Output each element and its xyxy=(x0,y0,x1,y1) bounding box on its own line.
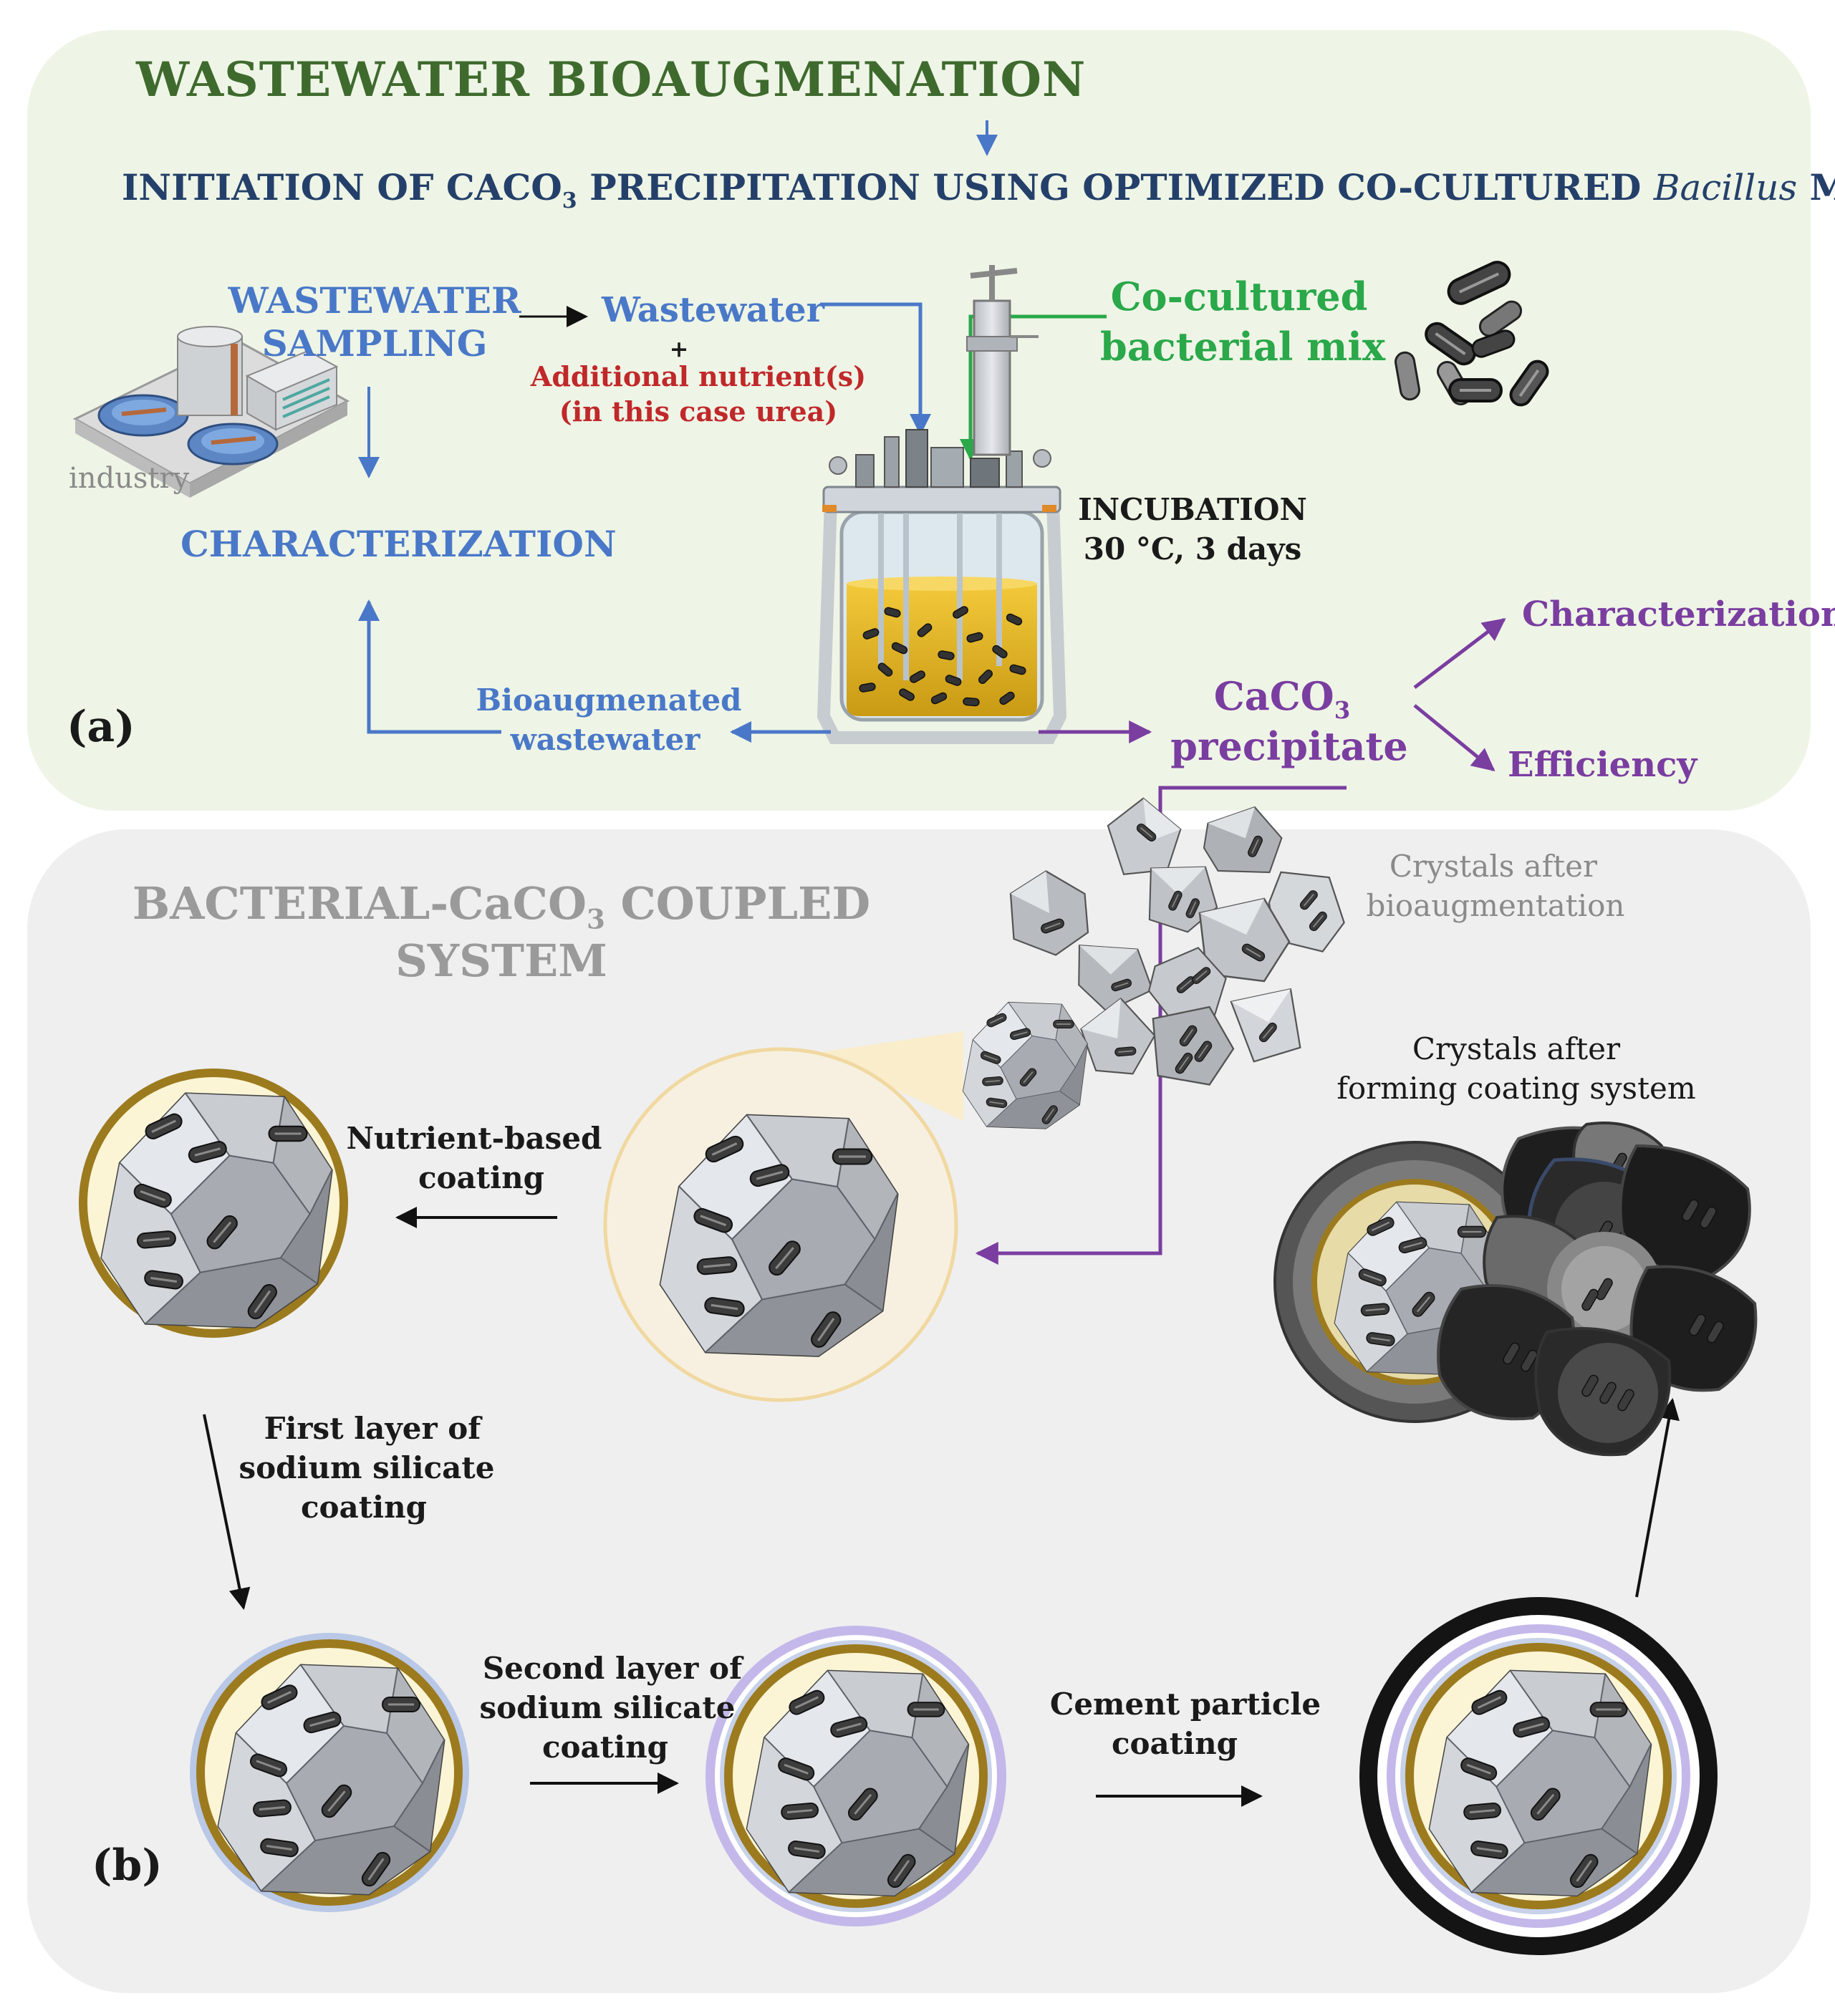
panel-b-background xyxy=(27,829,1811,1993)
panel-b-title-line2: SYSTEM xyxy=(395,935,607,987)
nutrient-label-line2: (in this case urea) xyxy=(559,395,838,428)
efficiency-label: Efficiency xyxy=(1508,745,1697,785)
return-to-characterization-arrow xyxy=(358,599,501,734)
crystal-pile-illustration xyxy=(1009,797,1345,1086)
cement-label-line2: coating xyxy=(1111,1726,1238,1761)
caco3-to-characterization-arrow xyxy=(1413,618,1506,689)
panel-a-title: WASTEWATER BIOAUGMENATION xyxy=(136,52,1087,107)
subtitle-sub: 3 xyxy=(562,188,577,213)
first-layer-label-line2: sodium silicate xyxy=(239,1450,495,1485)
bacteria-label-line2: bacterial mix xyxy=(1099,324,1386,370)
panel-a-label: (a) xyxy=(67,702,135,752)
bioaugmenated-label-line2: wastewater xyxy=(510,722,700,757)
crystals-bio-label-line1: Crystals after xyxy=(1389,849,1598,884)
second-silicate-layer-crystal xyxy=(705,1626,1006,1926)
caco3-label-line2: precipitate xyxy=(1170,723,1408,769)
subtitle-suffix: MIX xyxy=(1809,166,1835,208)
nutrient-coating-label-line2: coating xyxy=(418,1160,545,1195)
cement-coated-crystal xyxy=(1359,1597,1718,1955)
characterization-left-label: CHARACTERIZATION xyxy=(180,523,617,565)
panel-b-title-suffix: COUPLED xyxy=(605,877,871,930)
coated-crystal-cluster xyxy=(1273,1122,1758,1457)
wastewater-label: Wastewater xyxy=(602,290,824,330)
industry-plant-illustration xyxy=(72,326,350,498)
sampling-label-line1: WASTEWATER xyxy=(228,279,521,322)
bacteria-feed-arrow xyxy=(960,314,1107,460)
cement-label-line1: Cement particle xyxy=(1049,1687,1321,1722)
coating-system-arrow xyxy=(1635,1398,1680,1598)
subtitle-prefix: INITIATION OF CACO xyxy=(122,166,562,208)
caco3-prefix: CaCO xyxy=(1213,673,1334,719)
subtitle-mid: PRECIPITATION USING OPTIMIZED CO-CULTURE… xyxy=(577,166,1654,208)
crystals-coat-label-line1: Crystals after xyxy=(1412,1031,1621,1066)
caco3-label-line1: CaCO3 xyxy=(1214,673,1351,724)
second-layer-label-line2: sodium silicate xyxy=(479,1690,736,1725)
first-layer-label-line3: coating xyxy=(300,1490,428,1525)
bacteria-cluster-illustration xyxy=(1395,261,1549,407)
panel-b-title-line1: BACTERIAL-CaCO3 COUPLED xyxy=(133,877,870,935)
second-layer-label-line1: Second layer of xyxy=(482,1651,743,1686)
magnification-cone xyxy=(817,1031,963,1121)
first-silicate-layer-crystal xyxy=(190,1633,469,1912)
crystals-coat-label-line2: forming coating system xyxy=(1336,1071,1696,1106)
caco3-to-efficiency-arrow xyxy=(1413,704,1496,772)
bacteria-label-line1: Co-cultured xyxy=(1110,274,1368,319)
caco3-sub: 3 xyxy=(1334,696,1351,724)
nutrient-coated-crystal xyxy=(79,1069,348,1338)
crystals-bio-label-line2: bioaugmentation xyxy=(1366,888,1625,923)
nutrient-coating-label-line1: Nutrient-based xyxy=(346,1121,602,1156)
industry-label: industry xyxy=(69,462,190,495)
panel-b-title-prefix: BACTERIAL-CaCO xyxy=(132,877,587,930)
panel-a-subtitle: INITIATION OF CACO3 PRECIPITATION USING … xyxy=(122,166,1835,213)
first-layer-label-line1: First layer of xyxy=(264,1411,481,1446)
bioreactor-illustration xyxy=(817,265,1067,744)
panel-b-title-sub: 3 xyxy=(586,903,605,935)
plus-sign: + xyxy=(669,335,689,362)
second-layer-label-line3: coating xyxy=(541,1730,669,1765)
sampling-label-line2: SAMPLING xyxy=(261,322,488,365)
cluster-dark-particle xyxy=(1437,1122,1758,1457)
panel-b-label: (b) xyxy=(92,1841,163,1891)
bioaugmenated-label-line1: Bioaugmenated xyxy=(476,683,742,718)
incubation-label-line2: 30 °C, 3 days xyxy=(1083,531,1302,566)
nutrient-label-line1: Additional nutrient(s) xyxy=(530,360,867,392)
first-layer-arrow xyxy=(203,1414,251,1610)
characterization-right-label: Characterization xyxy=(1522,594,1835,635)
incubation-label-line1: INCUBATION xyxy=(1078,492,1307,527)
subtitle-italic: Bacillus xyxy=(1653,167,1798,208)
wastewater-feed-arrow xyxy=(820,302,931,435)
